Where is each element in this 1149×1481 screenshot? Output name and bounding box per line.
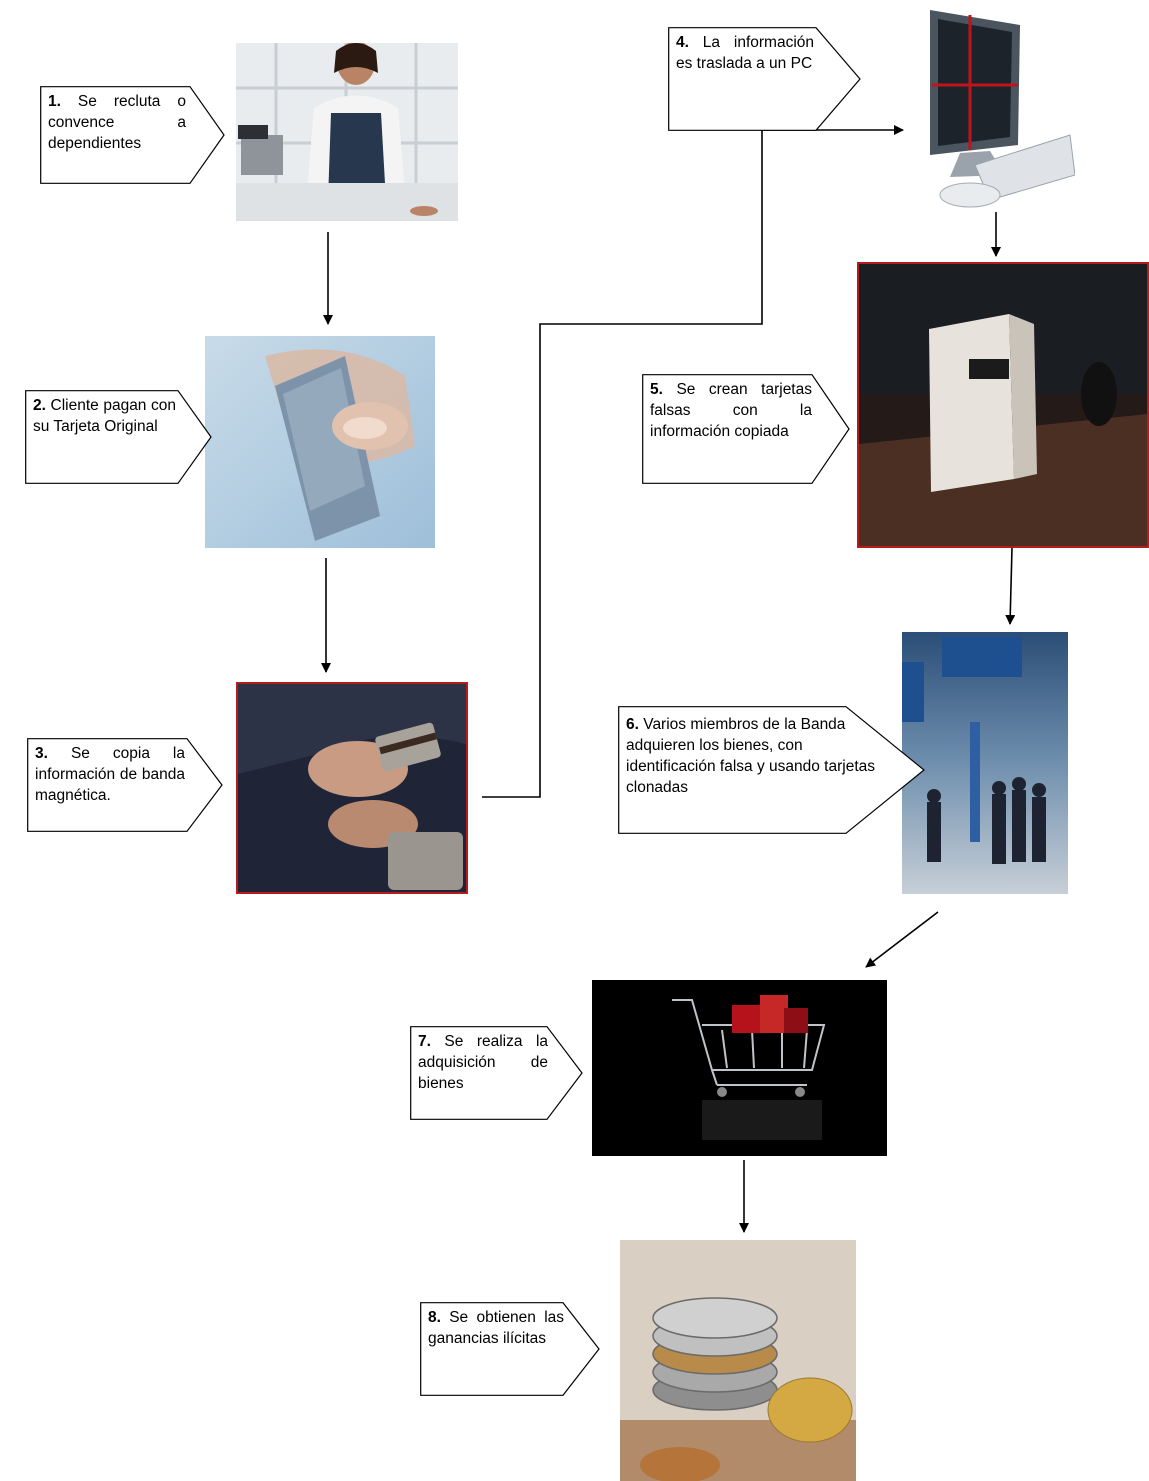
airport-group-photo bbox=[902, 632, 1068, 894]
arrow-step5-to-step6 bbox=[1005, 547, 1016, 625]
step-1-text: 1. Se recluta o convence a dependientes bbox=[48, 93, 186, 152]
card-stack-photo bbox=[857, 262, 1149, 548]
callout-arrow-shape bbox=[25, 390, 212, 484]
step-1-callout: 1. Se recluta o convence a dependientes bbox=[40, 86, 225, 184]
step-7-text: 7. Se realiza la adquisición de bienes bbox=[418, 1033, 549, 1092]
step-5-text: 5. Se crean tarjetas falsas con la infor… bbox=[650, 381, 812, 440]
callout-arrow-shape bbox=[27, 738, 223, 832]
callout-arrow-shape bbox=[40, 86, 225, 184]
step-6-callout: 6. Varios miembros de la Banda adquieren… bbox=[618, 706, 925, 834]
cashier-photo bbox=[236, 43, 458, 221]
step-6-text: 6. Varios miembros de la Banda adquieren… bbox=[626, 716, 876, 796]
callout-arrow-shape bbox=[410, 1026, 583, 1120]
coins-photo bbox=[620, 1240, 856, 1481]
step-2-callout: 2. Cliente pagan con su Tarjeta Original bbox=[25, 390, 212, 484]
computer-photo bbox=[910, 5, 1075, 210]
callout-arrow-shape bbox=[420, 1302, 600, 1396]
callout-arrow-shape bbox=[618, 706, 925, 834]
card-skimming-photo bbox=[236, 682, 468, 894]
arrow-step6-to-step7 bbox=[865, 911, 939, 968]
step-3-text: 3. Se copia la información de banda magn… bbox=[35, 745, 185, 804]
card-payment-photo bbox=[205, 336, 435, 548]
callout-arrow-shape bbox=[668, 27, 861, 131]
step-4-callout: 4. La información es traslada a un PC bbox=[668, 27, 861, 131]
shopping-cart-photo bbox=[592, 980, 887, 1156]
callout-arrow-shape bbox=[642, 374, 850, 484]
step-3-callout: 3. Se copia la información de banda magn… bbox=[27, 738, 223, 832]
step-8-callout: 8. Se obtienen las ganancias ilícitas bbox=[420, 1302, 600, 1396]
step-2-text: 2. Cliente pagan con su Tarjeta Original bbox=[33, 397, 176, 435]
step-7-callout: 7. Se realiza la adquisición de bienes bbox=[410, 1026, 583, 1120]
step-8-text: 8. Se obtienen las ganancias ilícitas bbox=[428, 1309, 565, 1347]
step-4-text: 4. La información es traslada a un PC bbox=[676, 34, 815, 72]
step-5-callout: 5. Se crean tarjetas falsas con la infor… bbox=[642, 374, 850, 484]
